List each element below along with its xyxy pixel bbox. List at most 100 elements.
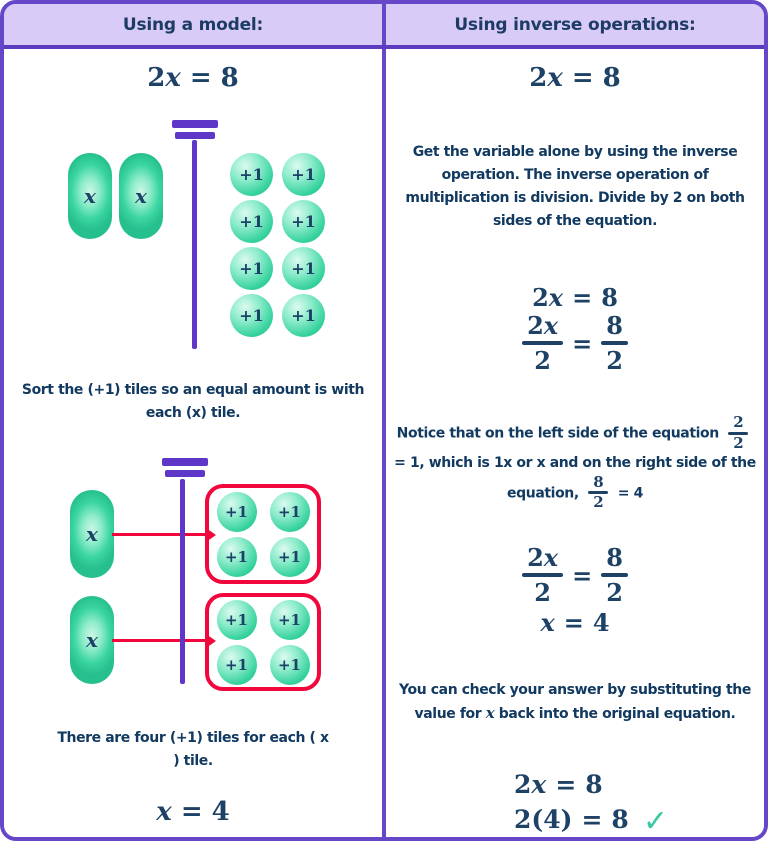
variable-x: x [485, 704, 495, 722]
balance-top-bar [162, 458, 208, 466]
variable-x: x [165, 63, 181, 93]
notice-text-before: Notice that on the left side of the equa… [396, 425, 720, 442]
value-8: 8 [601, 283, 618, 312]
fraction-numerator: 2x [522, 545, 563, 570]
plus-one-tile: +1 [216, 599, 257, 640]
equation-2x-equals-8: 2x = 8 [386, 63, 764, 93]
plus-one-label: +1 [291, 306, 316, 325]
plus-one-label: +1 [224, 502, 248, 521]
variable-x: x [548, 283, 564, 312]
header-using-inverse: Using inverse operations: [386, 4, 764, 45]
fraction-numerator: 8 [606, 311, 623, 340]
substitution-check-block: 2x = 8 2(4) = 8 ✓ [514, 767, 668, 839]
fraction-denominator: 2 [606, 346, 623, 376]
equation-substitution: 2(4) = 8 ✓ [514, 802, 668, 839]
plus-one-tile: +1 [230, 294, 273, 337]
substituted-lhs: 2(4) [514, 805, 573, 834]
group-box: +1 +1 +1 +1 [205, 593, 321, 691]
plus-one-label: +1 [291, 165, 316, 184]
variable-x: x [156, 797, 172, 827]
header-row: Using a model: Using inverse operations: [4, 4, 764, 49]
check-text-before: You can check your answer by substitutin… [399, 682, 751, 722]
plus-one-label: +1 [239, 165, 264, 184]
fraction-numerator: 8 [593, 472, 604, 491]
plus-one-tile: +1 [282, 247, 325, 290]
coefficient: 2 [514, 770, 532, 799]
fraction-bar [601, 573, 628, 578]
model-column: 2x=8 x x +1 +1 +1 +1 +1 +1 +1 +1 [4, 49, 386, 837]
fraction-bar [588, 491, 609, 495]
equals-sign: = [555, 770, 577, 799]
balance-second-bar [165, 470, 205, 477]
equation-2x-equals-8: 2x=8 [386, 283, 764, 312]
plus-one-tile: +1 [216, 491, 257, 532]
check-explanation-text: You can check your answer by substitutin… [391, 679, 759, 726]
x-tile: x [119, 153, 163, 239]
plus-one-tile: +1 [230, 153, 273, 196]
arrow-right-icon [112, 527, 216, 542]
equals-sign: = [189, 63, 212, 93]
plus-one-label: +1 [277, 655, 301, 674]
balance-top-bar [172, 120, 218, 128]
value-8: 8 [585, 770, 603, 799]
equals-sign: = [571, 63, 594, 93]
step1-explanation-text: Get the variable alone by using the inve… [405, 144, 745, 229]
plus-one-tile: +1 [269, 536, 310, 577]
fraction-bar [728, 431, 749, 435]
notice-explanation-text: Notice that on the left side of the equa… [391, 414, 759, 512]
plus-one-label: +1 [239, 306, 264, 325]
plus-one-tile: +1 [230, 200, 273, 243]
header-right-label: Using inverse operations: [454, 14, 696, 35]
x-tile-label: x [135, 184, 147, 208]
fraction-2-over-2: 2 2 [728, 414, 749, 452]
equals-sign: = [572, 560, 593, 590]
plus-one-label: +1 [277, 610, 301, 629]
notice-text-after: = 4 [617, 484, 644, 501]
inverse-operations-column: 2x=8 Get the variable alone by using the… [386, 49, 764, 837]
fraction-8-over-2: 8 2 [601, 313, 628, 373]
balance-stem [180, 479, 185, 684]
variable-x: x [547, 63, 563, 93]
fraction-numerator: 2x [522, 313, 563, 338]
fraction-8-over-2: 8 2 [588, 472, 609, 512]
x-tile-label: x [86, 628, 98, 652]
x-tile-label: x [84, 184, 96, 208]
value-8: 8 [220, 63, 239, 93]
check-icon: ✓ [642, 804, 668, 839]
plus-one-tile: +1 [216, 644, 257, 685]
equals-sign: = [563, 608, 584, 637]
header-left-label: Using a model: [122, 14, 264, 35]
x-tile: x [70, 596, 114, 684]
equals-sign: = [581, 805, 603, 834]
fraction-bar [601, 341, 628, 346]
balance-second-bar [175, 132, 215, 139]
check-text-after: back into the original equation. [498, 706, 736, 722]
arrow-right-icon [112, 633, 216, 648]
plus-one-tile: +1 [269, 644, 310, 685]
plus-one-label: +1 [277, 547, 301, 566]
plus-one-tile: +1 [282, 153, 325, 196]
x-tile-label: x [86, 522, 98, 546]
plus-one-tile: +1 [269, 491, 310, 532]
equals-sign: = [572, 328, 593, 358]
variable-x: x [543, 543, 559, 572]
header-using-model: Using a model: [4, 4, 386, 45]
value-8: 8 [602, 63, 621, 93]
coefficient: 2 [529, 63, 548, 93]
plus-one-label: +1 [291, 259, 316, 278]
fraction-bar [522, 341, 564, 346]
fraction-denominator: 2 [733, 433, 744, 452]
value-8: 8 [611, 805, 629, 834]
equation-2x-equals-8: 2x = 8 [4, 63, 382, 93]
variable-x: x [531, 770, 547, 799]
x-tile: x [68, 153, 112, 239]
fraction-denominator: 2 [534, 346, 551, 376]
coefficient: 2 [147, 63, 166, 93]
plus-one-tile: +1 [230, 247, 273, 290]
table-body: 2x=8 x x +1 +1 +1 +1 +1 +1 +1 +1 [4, 49, 764, 837]
fraction-denominator: 2 [534, 578, 551, 608]
fraction-numerator: 8 [606, 543, 623, 572]
fraction-2x-over-2: 2x 2 [522, 545, 564, 608]
plus-one-label: +1 [224, 655, 248, 674]
